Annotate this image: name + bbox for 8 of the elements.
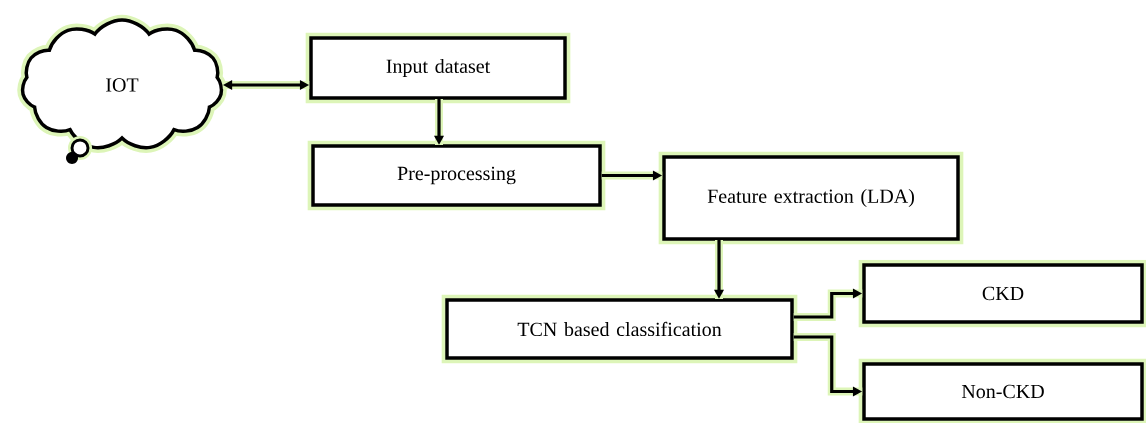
process-box: TCN based classification bbox=[441, 294, 798, 364]
process-box: Non-CKD bbox=[858, 358, 1146, 423]
process-box: Input dataset bbox=[305, 32, 571, 104]
process-box: Feature extraction (LDA) bbox=[658, 151, 964, 245]
arrow bbox=[222, 79, 310, 91]
process-box: Pre-processing bbox=[307, 140, 606, 211]
process-box: CKD bbox=[858, 259, 1146, 328]
arrow bbox=[793, 288, 863, 321]
